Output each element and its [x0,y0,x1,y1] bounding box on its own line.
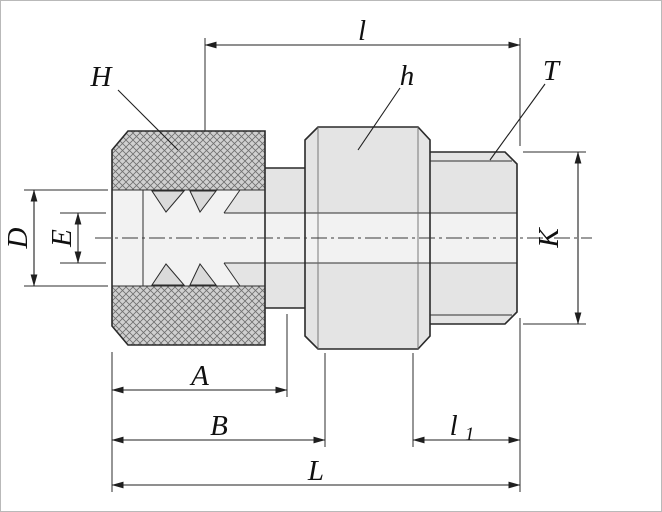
leader-thread [489,83,546,161]
front-ferrule-top [151,190,186,213]
label-top-length: l [358,15,366,47]
label-a: A [189,360,209,392]
nut-hatch-top [112,131,265,190]
label-thread-od: K [533,227,565,249]
nut-outline [111,130,266,346]
label-thread-length-subscript: 1 [465,424,475,445]
hex-outline [304,126,431,350]
label-nut: H [90,61,114,93]
label-thread-length-base: l [450,410,458,442]
nut-section [111,130,266,346]
label-bore: E [46,229,78,248]
nut-hatch-bottom [112,286,265,345]
front-ferrule-bottom [151,263,186,286]
back-ferrule-top [189,190,218,213]
label-b: B [210,410,228,442]
leader-hex [357,87,401,151]
label-tube-od: D [2,227,34,249]
bore-lines [224,212,517,264]
ferrules [151,190,218,286]
label-thread-length: l 1 [450,410,475,445]
thread-outline [430,151,518,325]
thread-root-lines [430,160,512,316]
dimension-lines [30,41,582,489]
back-ferrule-bottom [189,263,218,286]
leader-nut [117,89,179,151]
label-overall-length: L [307,455,324,487]
nose-cone-lines [223,189,241,287]
neck-lines [265,167,305,309]
ext-bore [60,212,106,264]
label-thread: T [543,55,561,87]
dimension-labels: l H h T D E K A B l 1 L [2,15,565,487]
ext-tube-od [24,189,108,287]
leader-lines [117,83,546,161]
label-hex: h [400,60,415,92]
